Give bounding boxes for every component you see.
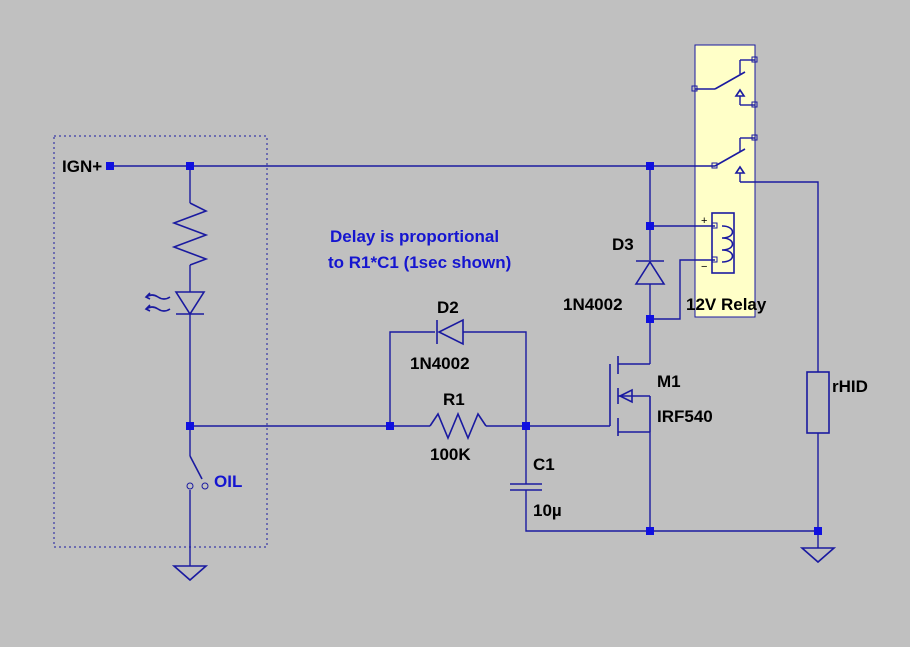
relay-contacts	[691, 56, 758, 182]
mosfet-m1	[609, 356, 651, 436]
capacitor-c1	[510, 483, 542, 491]
d2-ref-label: D2	[437, 298, 459, 317]
ign-terminal	[106, 162, 114, 170]
m1-ref-label: M1	[657, 372, 681, 391]
relay-minus-sign: −	[701, 261, 707, 273]
m1-value-label: IRF540	[657, 407, 713, 426]
diode-d2	[436, 318, 464, 346]
c1-ref-label: C1	[533, 455, 555, 474]
ign-label: IGN+	[62, 157, 102, 176]
r1-value-label: 100K	[430, 445, 471, 464]
resistor-r1	[429, 411, 487, 441]
junctions	[186, 162, 822, 535]
oil-label: OIL	[214, 472, 242, 491]
d3-value-label: 1N4002	[563, 295, 623, 314]
d3-ref-label: D3	[612, 235, 634, 254]
relay-plus-sign: +	[701, 215, 707, 227]
r1-ref-label: R1	[443, 390, 465, 409]
d2-value-label: 1N4002	[410, 354, 470, 373]
relay-label: 12V Relay	[686, 295, 767, 314]
diode-d3	[634, 260, 666, 285]
oil-lamp-led	[144, 291, 206, 316]
relay-coil	[711, 212, 735, 274]
oil-sender-boundary	[53, 135, 268, 548]
delay-note-line1: Delay is proportional	[330, 227, 499, 246]
ground-symbol-relay	[799, 547, 837, 564]
delay-note-line2: to R1*C1 (1sec shown)	[328, 253, 511, 272]
ground-symbol-oil	[171, 565, 209, 582]
resistor-rhid	[806, 371, 830, 434]
oil-switch	[186, 455, 209, 490]
relay-body	[694, 44, 756, 318]
c1-value-label: 10µ	[533, 501, 562, 520]
sender-resistor	[171, 202, 209, 266]
rhid-label: rHID	[832, 377, 868, 396]
